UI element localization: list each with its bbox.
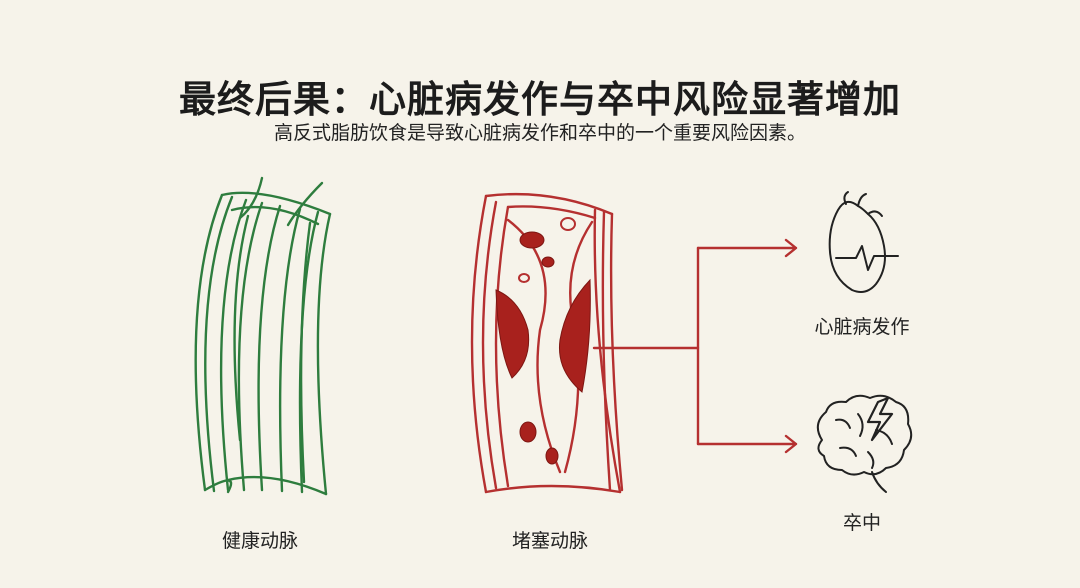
heart-attack-label: 心脏病发作 bbox=[814, 316, 910, 338]
heart-icon bbox=[828, 191, 899, 293]
stroke-label: 卒中 bbox=[842, 512, 881, 534]
blocked-artery-illustration bbox=[470, 192, 624, 494]
healthy-artery-illustration bbox=[194, 176, 332, 496]
healthy-artery-label: 健康动脉 bbox=[221, 530, 298, 552]
page-subtitle: 高反式脂肪饮食是导致心脏病发作和卒中的一个重要风险因素。 bbox=[273, 122, 806, 144]
page-title: 最终后果：心脏病发作与卒中风险显著增加 bbox=[179, 77, 901, 121]
arrow-to-brain bbox=[696, 434, 798, 454]
brain-lightning-icon bbox=[816, 394, 913, 493]
arrow-to-heart bbox=[696, 238, 798, 258]
outcome-arrows bbox=[592, 238, 798, 454]
blocked-artery-label: 堵塞动脉 bbox=[511, 530, 588, 552]
